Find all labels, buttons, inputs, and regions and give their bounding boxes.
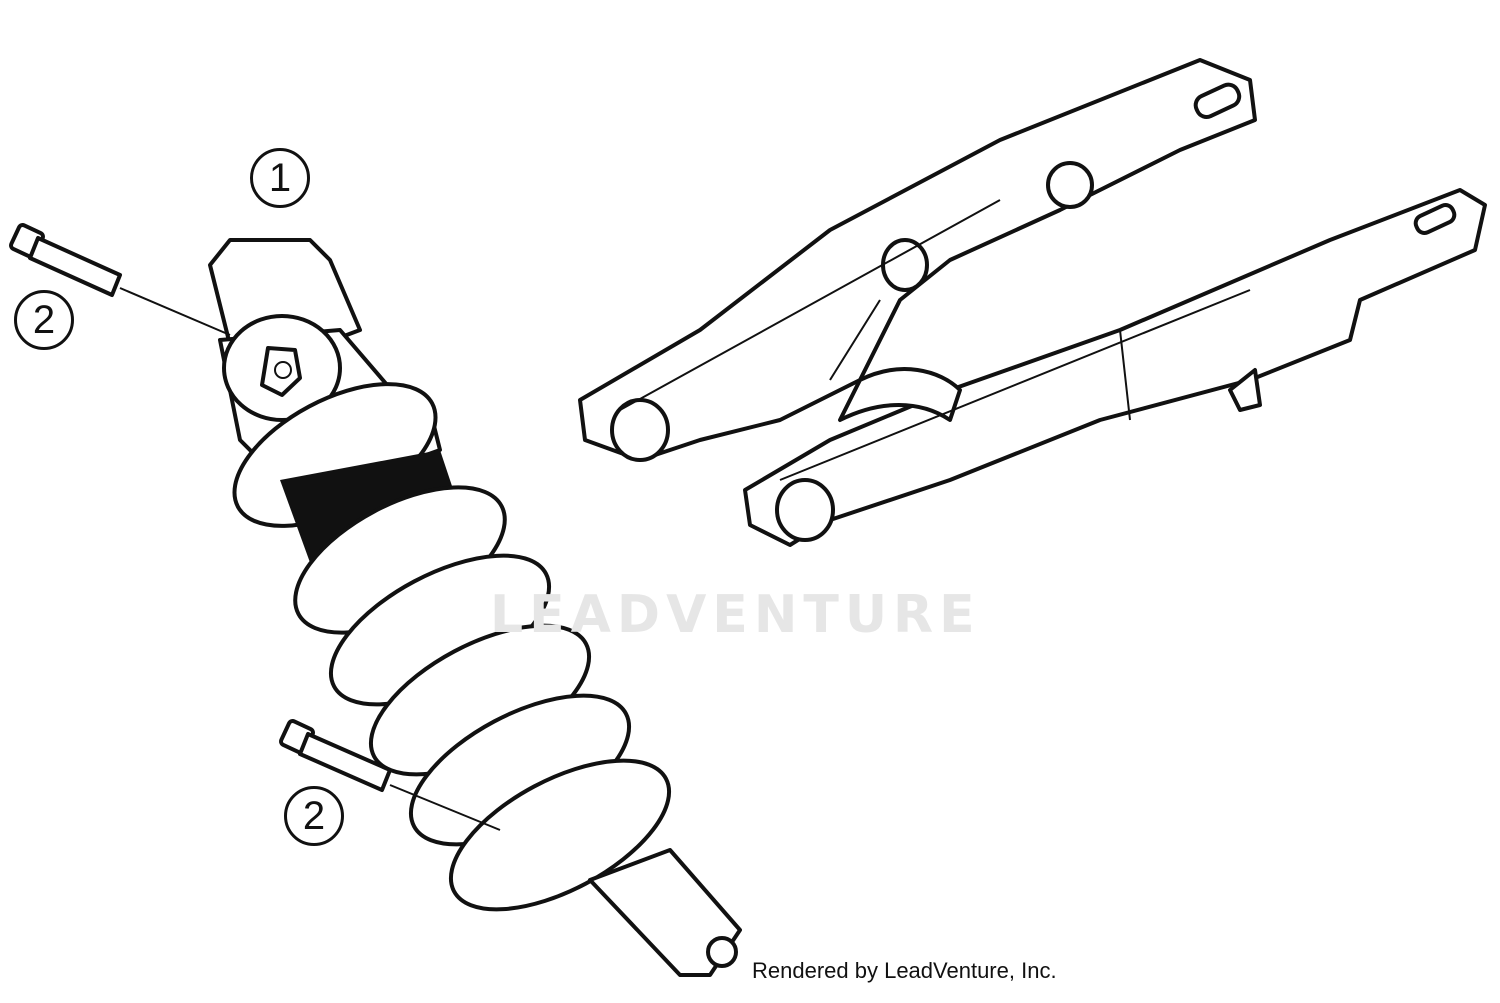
lower-bolt (279, 719, 501, 831)
upper-bolt (9, 223, 231, 336)
shock-absorber (208, 238, 742, 977)
callout-2-lower: 2 (284, 786, 344, 846)
swingarm (578, 58, 1487, 547)
callout-1: 1 (250, 148, 310, 208)
callout-2-upper: 2 (14, 290, 74, 350)
spring (293, 485, 672, 912)
credit-text: Rendered by LeadVenture, Inc. (752, 958, 1057, 983)
